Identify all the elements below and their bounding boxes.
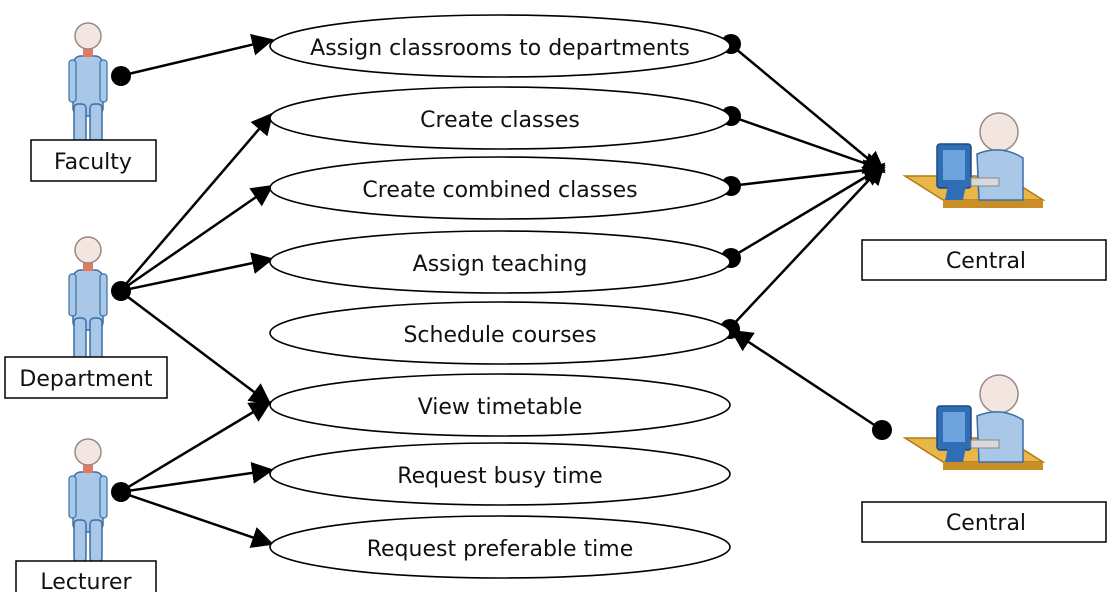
use-case-label: Assign classrooms to departments bbox=[310, 36, 690, 61]
use-case-request-preferable-time[interactable]: Request preferable time bbox=[269, 515, 731, 579]
actor-label: Department bbox=[19, 367, 153, 392]
use-case-label: Create combined classes bbox=[362, 178, 637, 203]
assoc-faculty-assign-classrooms bbox=[119, 33, 274, 78]
actor-label: Lecturer bbox=[40, 570, 132, 592]
actor-label-box bbox=[15, 560, 157, 592]
assoc-lecturer-view-timetable bbox=[119, 400, 272, 494]
assoc-schedule-courses-central bbox=[729, 162, 886, 329]
assoc-department-assign-teaching bbox=[119, 252, 274, 293]
use-case-label: View timetable bbox=[418, 395, 583, 420]
actor-label-box bbox=[4, 356, 168, 399]
use-case-view-timetable[interactable]: View timetable bbox=[269, 373, 731, 437]
actor-department[interactable]: Department bbox=[4, 236, 168, 399]
actor-label: Central bbox=[946, 249, 1026, 274]
use-case-label: Create classes bbox=[420, 108, 580, 133]
assoc-create-classes-central bbox=[729, 114, 886, 174]
actor-label-box bbox=[861, 239, 1107, 281]
assoc-assign-teaching-central bbox=[729, 164, 886, 260]
person-icon bbox=[68, 438, 108, 563]
actor-label: Central bbox=[946, 511, 1026, 536]
dot-lecturer bbox=[111, 482, 131, 502]
assoc-department-view-timetable bbox=[119, 290, 272, 406]
use-case-assign-teaching[interactable]: Assign teaching bbox=[269, 230, 731, 294]
actor-lecturer[interactable]: Lecturer bbox=[15, 438, 157, 592]
actor-central-2[interactable]: Central bbox=[861, 374, 1107, 543]
dot-central-2 bbox=[872, 420, 892, 440]
use-cases: Assign classrooms to departments Create … bbox=[269, 14, 731, 579]
person-icon bbox=[68, 22, 108, 147]
assoc-create-combined-central bbox=[729, 159, 886, 188]
actor-faculty[interactable]: Faculty bbox=[30, 22, 157, 182]
use-case-label: Assign teaching bbox=[413, 252, 588, 277]
assoc-lecturer-request-preferable bbox=[119, 490, 274, 548]
use-case-label: Request busy time bbox=[397, 464, 602, 489]
use-case-assign-classrooms[interactable]: Assign classrooms to departments bbox=[269, 14, 731, 78]
actor-central-1[interactable]: Central bbox=[861, 112, 1107, 281]
person-icon bbox=[68, 236, 108, 361]
computer-user-icon bbox=[902, 112, 1046, 208]
dot-faculty bbox=[111, 66, 131, 86]
use-case-label: Schedule courses bbox=[403, 323, 596, 348]
use-case-label: Request preferable time bbox=[367, 537, 634, 562]
use-case-schedule-courses[interactable]: Schedule courses bbox=[269, 301, 731, 365]
dot-department bbox=[111, 281, 131, 301]
actor-label: Faculty bbox=[54, 150, 132, 175]
assoc-lecturer-request-busy bbox=[119, 461, 274, 494]
use-case-create-combined-classes[interactable]: Create combined classes bbox=[269, 156, 731, 220]
computer-user-icon bbox=[902, 374, 1046, 470]
assoc-central2-schedule-courses bbox=[730, 329, 883, 432]
actor-label-box bbox=[30, 139, 157, 182]
assoc-department-create-classes bbox=[119, 112, 274, 292]
assoc-department-create-combined bbox=[119, 184, 274, 293]
associations bbox=[119, 33, 886, 548]
use-case-create-classes[interactable]: Create classes bbox=[269, 86, 731, 150]
use-case-request-busy-time[interactable]: Request busy time bbox=[269, 442, 731, 506]
assoc-assign-classrooms-central bbox=[729, 43, 886, 174]
actor-label-box bbox=[861, 501, 1107, 543]
